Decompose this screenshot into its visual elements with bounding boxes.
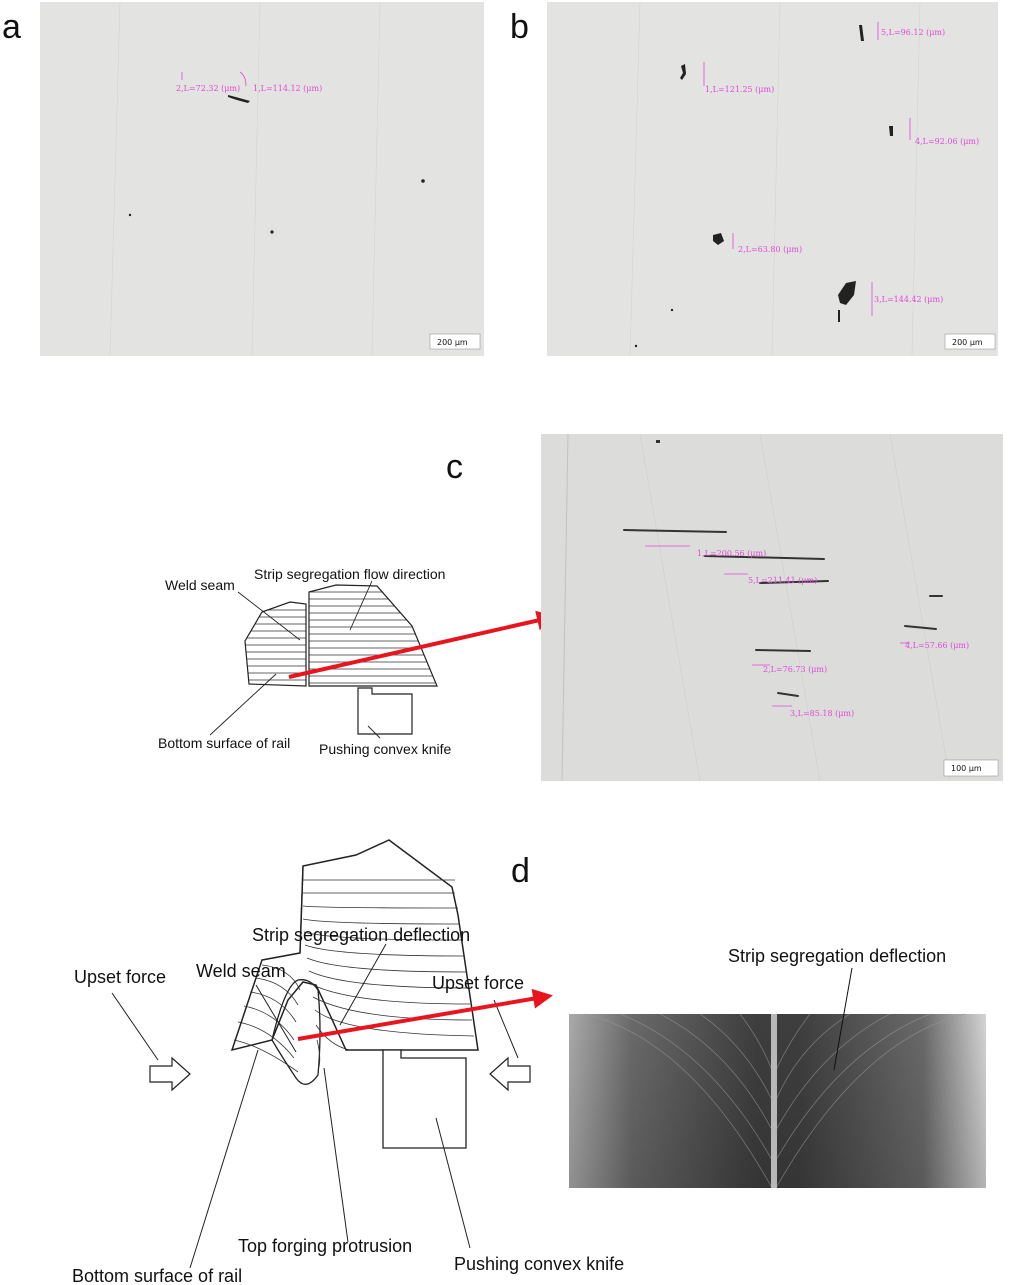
leader-line-photo-d [833,967,853,1071]
panel-letter-d: d [511,852,530,890]
micrograph-c-texture [639,433,951,782]
label-pushing-knife-c: Pushing convex knife [319,741,452,757]
scale-bar-c [943,759,999,777]
micrograph-b-texture [629,1,921,357]
measurement-c-4: 4,L=57.66 (μm) [905,641,969,650]
red-arrow-d [297,988,553,1041]
measurement-a-1: 2,L=72.32 (μm) [176,84,240,93]
measure-ticks-c [645,545,910,707]
upset-force-arrow-left [149,1056,191,1092]
deflection-lines-left-d [233,964,301,1073]
rail-right-outline-c [308,584,438,687]
label-upset-force-right: Upset force [432,973,524,993]
macro-photo-d-flowlines [584,1013,966,1189]
label-bottom-surface-c: Bottom surface of rail [158,735,290,751]
leader-lines-c [209,580,381,739]
measurement-b-3: 3,L=144.42 (μm) [874,295,943,304]
measurement-b-4: 4,L=92.06 (μm) [915,137,979,146]
red-arrow-c [288,610,557,679]
micrograph-a-texture [109,1,381,357]
micrograph-a [40,2,484,356]
panel-letter-c: c [446,448,463,486]
pushing-knife-d [382,1049,467,1149]
upset-force-arrow-right [489,1056,531,1092]
panel-d: d [72,839,986,1285]
measurement-c-1: 1,L=200.56 (μm) [697,549,766,558]
schematic-c [209,580,438,739]
measurement-a-2: 1,L=114.12 (μm) [253,84,322,93]
inclusion-c-dot [656,440,660,443]
label-weld-seam-d: Weld seam [196,961,286,981]
measure-ticks-a [181,71,247,87]
scale-bar-a-label: 200 μm [437,338,468,347]
measurement-c-2: 2,L=76.73 (μm) [763,665,827,674]
label-top-forging-d: Top forging protrusion [238,1236,412,1256]
measurement-b-1: 1,L=121.25 (μm) [705,85,774,94]
scale-bar-b-label: 200 μm [952,338,983,347]
inclusions-a [128,95,425,234]
measurement-b-2: 2,L=63.80 (μm) [738,245,802,254]
label-upset-force-left: Upset force [74,967,166,987]
scale-bar-c-label: 100 μm [951,764,982,773]
weld-seam-outline-d [261,865,304,961]
label-photo-strip-deflection: Strip segregation deflection [728,946,946,966]
label-flow-direction-c: Strip segregation flow direction [254,566,445,582]
micrograph-b [547,2,998,356]
schematic-d [111,839,531,1269]
micrograph-c [541,434,1003,781]
panel-a: a 2,L=72.32 (μm) 1,L=114.12 (μm) 200 μm [2,1,484,357]
forging-protrusion-outline-d [271,979,321,1085]
inclusions-c [623,529,943,697]
panel-b: b 5,L=96.12 (μm) 1,L=121.25 (μm) 4,L=92.… [510,1,998,357]
rail-outline-d [230,839,479,1052]
pushing-knife-c [357,687,413,735]
panel-letter-b: b [510,8,529,46]
leader-lines-d [111,943,519,1269]
label-pushing-knife-d: Pushing convex knife [454,1254,624,1274]
label-bottom-surface-d: Bottom surface of rail [72,1266,242,1285]
macro-photo-d-weldline [771,1014,777,1188]
label-strip-deflection-d: Strip segregation deflection [252,925,470,945]
scale-bar-b [944,333,996,350]
panel-c: c [158,433,1003,782]
measure-ticks-b [703,22,911,316]
inclusions-b [634,25,893,348]
measurement-c-3: 3,L=85.18 (μm) [790,709,854,718]
panel-letter-a: a [2,8,21,46]
label-weld-seam-c: Weld seam [165,577,235,593]
measurement-c-5: 5,L=211.41 (μm) [748,576,817,585]
measurement-b-5: 5,L=96.12 (μm) [881,28,945,37]
macro-photo-d [569,967,986,1189]
micrograph-c-seam-line [561,433,569,782]
scale-bar-a [429,333,481,350]
rail-left-outline-c [244,601,307,687]
